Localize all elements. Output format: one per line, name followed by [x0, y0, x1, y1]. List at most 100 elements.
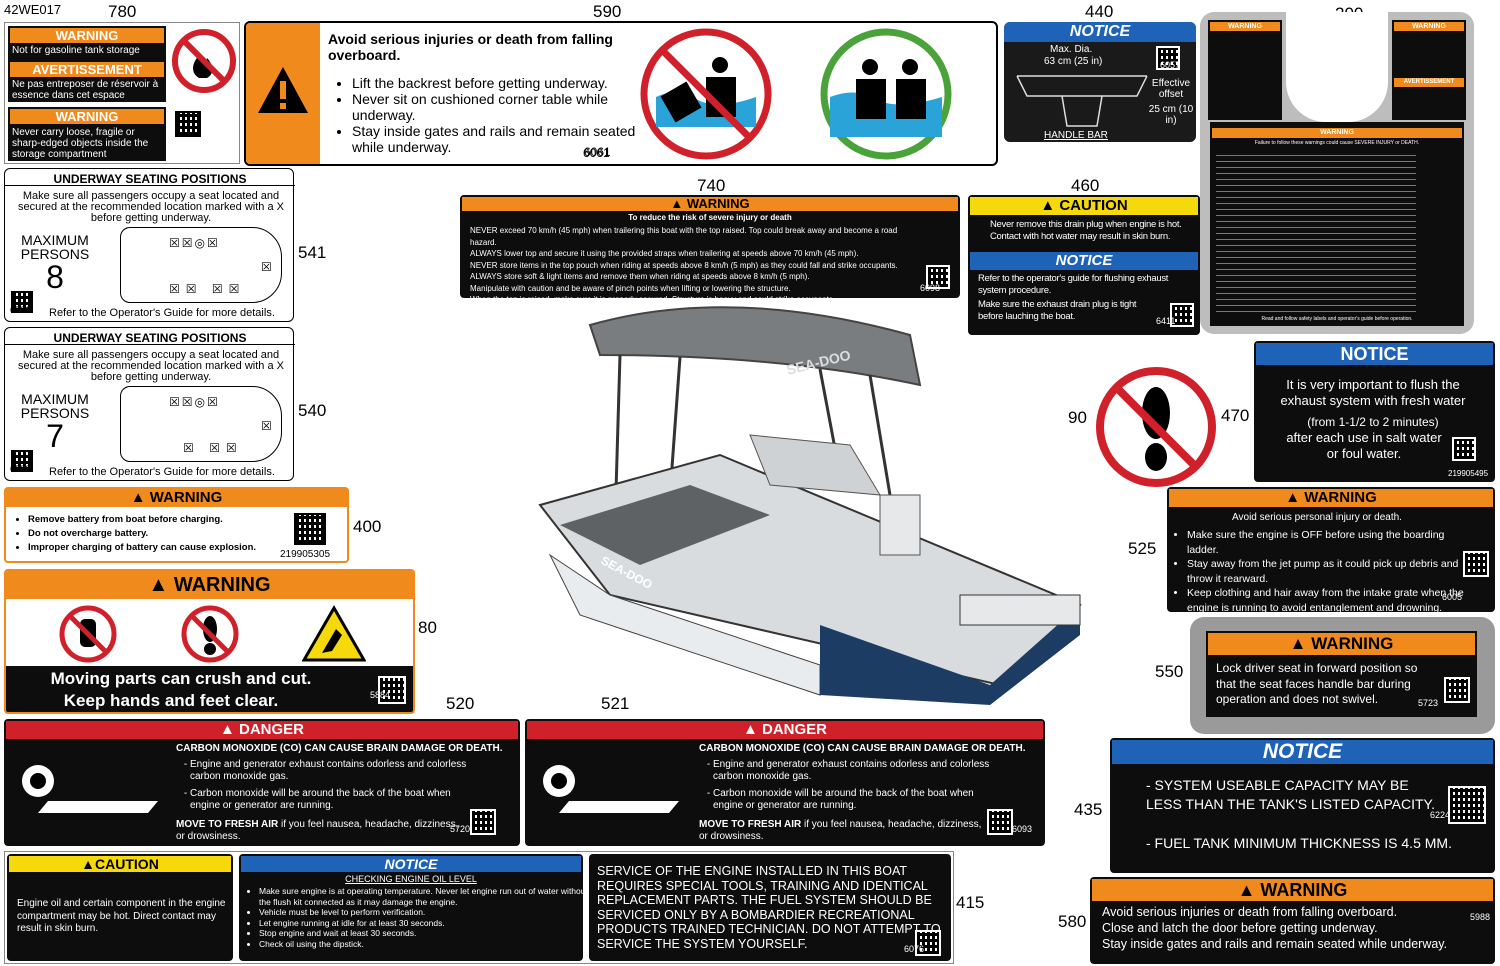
qr-code	[175, 111, 201, 137]
seating-diagram: ☒☒◎☒ ☒ ☒☒ ☒☒	[120, 227, 282, 303]
qr-code	[926, 265, 950, 289]
text-line: Close and latch the door before getting …	[1102, 921, 1378, 935]
warning-triangle-icon	[258, 67, 308, 113]
label-740-body: NEVER exceed 70 km/h (45 mph) when trail…	[470, 225, 910, 306]
warning-header: WARNING	[1210, 22, 1280, 31]
seating-text: Make sure all passengers occupy a seat l…	[18, 190, 284, 224]
label-400-list: Remove battery from boat before charging…	[14, 513, 298, 555]
label-460: ▲ CAUTION Never remove this drain plug w…	[968, 195, 1200, 335]
qr-code	[1170, 303, 1194, 327]
list-item: Keep clothing and hair away from the int…	[1187, 586, 1471, 615]
part-number-470: 470	[1221, 406, 1250, 425]
seat-mark: ☒	[261, 419, 272, 433]
label-code-540: 6582	[10, 464, 31, 474]
warning-text: WARNING	[1260, 880, 1348, 900]
label-415: ▲CAUTION Engine oil and certain componen…	[4, 851, 954, 964]
text-line: Avoid serious injuries or death from fal…	[1102, 905, 1398, 919]
list-item: Never sit on cushioned corner table whil…	[352, 91, 642, 123]
warning-header: ▲ WARNING	[462, 197, 958, 211]
qr-code	[11, 291, 33, 313]
label-80-text-panel: Moving parts can crush and cut. Keep han…	[6, 666, 413, 712]
move-rest: if you feel nausea, headache, dizziness,…	[699, 819, 982, 842]
qr-code	[987, 809, 1013, 835]
part-number-521: 521	[601, 694, 630, 713]
label-415-notice-sub: CHECKING ENGINE OIL LEVEL	[345, 874, 477, 884]
warning-text: WARNING	[1304, 489, 1377, 506]
label-460-notice1: Refer to the operator's guide for flushi…	[978, 273, 1169, 296]
seat-marks: ☒☒◎☒	[169, 236, 220, 250]
label-200-cutout	[1286, 12, 1388, 122]
label-460-notice2: Make sure the exhaust drain plug is tigh…	[978, 299, 1137, 322]
label-780-text3: Never carry loose, fragile or sharp-edge…	[12, 127, 149, 160]
label-590-title: Avoid serious injuries or death from fal…	[328, 31, 613, 63]
label-code-460: 6411	[1156, 316, 1176, 326]
label-200-footer: Read and follow safety labels and operat…	[1261, 316, 1413, 322]
label-415-caution: ▲CAUTION Engine oil and certain componen…	[7, 854, 233, 961]
text-line: ALWAYS lower top and secure it using the…	[470, 249, 859, 258]
warning-text: WARNING	[149, 489, 223, 506]
part-number-435: 435	[1074, 800, 1103, 819]
label-470: NOTICE It is very important to flush the…	[1254, 341, 1495, 482]
qr-code	[294, 513, 326, 545]
danger-text: DANGER	[239, 721, 305, 738]
part-number-80: 80	[418, 618, 437, 637]
label-520-move: MOVE TO FRESH AIR if you feel nausea, he…	[176, 819, 466, 842]
text-line: ALWAYS store soft & light items and remo…	[470, 272, 810, 281]
part-number-580: 580	[1058, 912, 1087, 931]
label-520-list: Engine and generator exhaust contains od…	[176, 759, 480, 811]
label-550: ▲ WARNING Lock driver seat in forward po…	[1190, 617, 1495, 734]
label-470-text3: after each use in salt water or foul wat…	[1286, 430, 1442, 461]
avertissement-header: AVERTISSEMENT	[10, 62, 164, 77]
label-440: NOTICE Max. Dia. 63 cm (25 in) Effective…	[1004, 22, 1196, 142]
label-521-list: Engine and generator exhaust contains od…	[699, 759, 1003, 811]
correct-sitting-icon	[820, 28, 952, 160]
label-521: ▲ DANGER CARBON MONOXIDE (CO) CAN CAUSE …	[525, 719, 1045, 846]
list-item: Carbon monoxide will be around the back …	[190, 788, 480, 811]
no-foot-icon	[181, 605, 239, 663]
danger-header: ▲ DANGER	[6, 721, 518, 739]
text-line: Stay inside gates and rails and remain s…	[1102, 937, 1448, 951]
text-line: NEVER store items in the top pouch when …	[470, 260, 898, 270]
warning-header: ▲ WARNING	[6, 571, 413, 599]
warning-side-panel	[246, 23, 320, 164]
list-item: Vehicle must be level to perform verific…	[259, 907, 589, 918]
label-440-off: 25 cm (10 in)	[1148, 104, 1194, 126]
label-code-525: 6005	[1442, 592, 1463, 602]
max-persons-label: MAXIMUM PERSONS	[20, 391, 90, 421]
part-number-520: 520	[446, 694, 475, 713]
co-exhaust-icon	[543, 765, 679, 813]
warning-header: ▲ WARNING	[1092, 879, 1493, 901]
label-780-bottom: WARNING Never carry loose, fragile or sh…	[8, 107, 166, 161]
label-460-caution-text: Never remove this drain plug when engine…	[990, 219, 1182, 242]
label-435-text1: - SYSTEM USEABLE CAPACITY MAY BE LESS TH…	[1146, 777, 1435, 812]
label-415-notice: NOTICE CHECKING ENGINE OIL LEVEL Make su…	[239, 854, 588, 961]
label-470-text2: (from 1-1/2 to 2 minutes)	[1307, 415, 1439, 429]
qr-code	[378, 676, 406, 704]
qr-code	[1156, 46, 1180, 70]
danger-header: ▲ DANGER	[527, 721, 1043, 739]
label-415-notice-list: Make sure engine is at operating tempera…	[245, 886, 589, 949]
warning-text: WARNING	[1311, 634, 1394, 653]
list-item: Improper charging of battery can cause e…	[28, 541, 298, 555]
label-541: UNDERWAY SEATING POSITIONS Make sure all…	[4, 168, 295, 322]
no-hand-icon	[59, 605, 117, 663]
label-740-sub: To reduce the risk of severe injury or d…	[628, 213, 792, 222]
label-580: ▲ WARNING Avoid serious injuries or deat…	[1090, 877, 1495, 964]
part-number-525: 525	[1128, 539, 1157, 558]
label-code: 219905305	[280, 549, 331, 560]
max-persons-count: 8	[46, 259, 64, 295]
handle-bar-diagram	[1016, 75, 1148, 127]
label-470-text1: It is very important to flush the exhaus…	[1280, 377, 1466, 408]
label-200-right-panel: WARNING AVERTISSEMENT	[1392, 20, 1466, 120]
caution-header: ▲ CAUTION	[970, 197, 1198, 215]
list-item: Check oil using the dipstick.	[259, 939, 589, 950]
boat-illustration: SEA-DOO SEA-DOO	[538, 306, 1082, 705]
move-rest: if you feel nausea, headache, dizziness,…	[176, 819, 459, 842]
label-525-sub: Avoid serious personal injury or death.	[1232, 512, 1402, 523]
label-540: UNDERWAY SEATING POSITIONS Make sure all…	[4, 327, 295, 481]
part-number-590: 590	[593, 2, 622, 21]
list-item: Carbon monoxide will be around the back …	[713, 788, 1003, 811]
part-number-90: 90	[1068, 408, 1087, 427]
part-number-460: 460	[1071, 176, 1100, 195]
label-520-head: CARBON MONOXIDE (CO) CAN CAUSE BRAIN DAM…	[176, 743, 503, 754]
